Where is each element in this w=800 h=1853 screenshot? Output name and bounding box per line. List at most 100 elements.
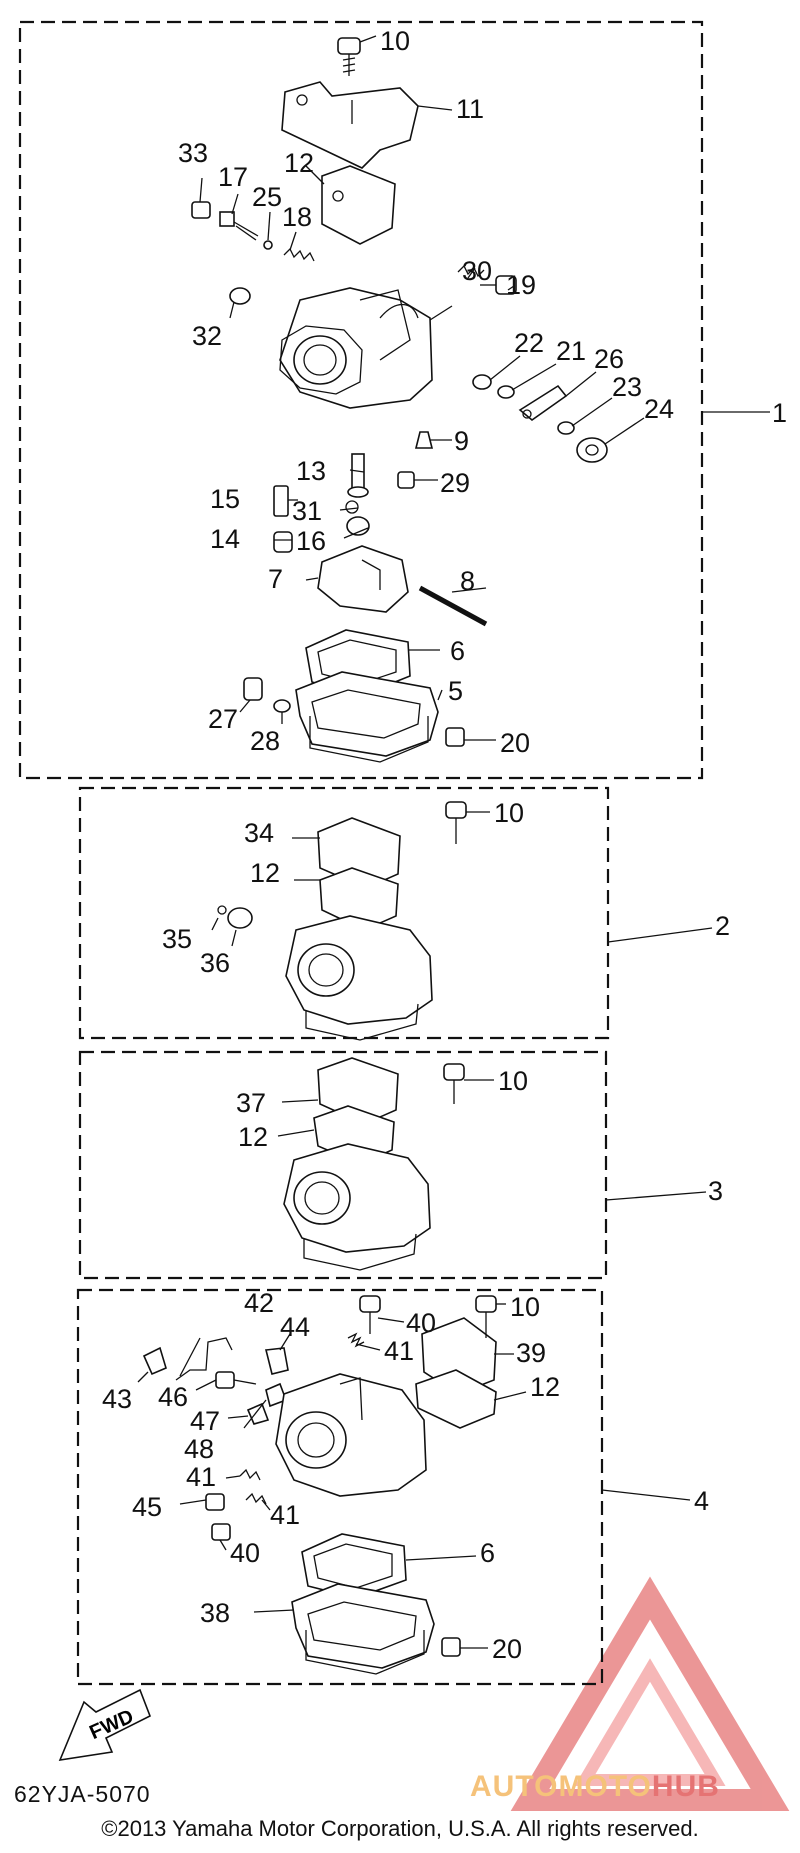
washer-28-part <box>273 699 291 713</box>
callout-47: 47 <box>190 1406 220 1436</box>
callout-13: 13 <box>296 456 326 486</box>
group-box-3 <box>78 1050 608 1280</box>
callout-22: 22 <box>514 328 544 358</box>
callout-43: 43 <box>102 1384 132 1414</box>
carburetor-body-g3 <box>283 1143 431 1253</box>
callout-27: 27 <box>208 704 238 734</box>
group-label-4: 4 <box>694 1486 709 1516</box>
callout-36: 36 <box>200 948 230 978</box>
gasket-6-part-g4 <box>301 1533 407 1599</box>
callout-23: 23 <box>612 372 642 402</box>
lever-26-part <box>518 384 568 422</box>
callout-34: 34 <box>244 818 274 848</box>
bracket-11-part <box>281 81 419 169</box>
diagram-code: 62YJA-5070 <box>14 1781 151 1807</box>
callout-16: 16 <box>296 526 326 556</box>
pilot-screw-17-part <box>219 211 259 241</box>
main-nozzle-13-part <box>347 453 369 498</box>
carburetor-assembly-1: 10 11 12 33 17 25 18 32 30 19 22 21 26 2… <box>178 26 674 763</box>
o-ring-32-part <box>229 287 251 305</box>
callout-24: 24 <box>644 394 674 424</box>
callout-20: 20 <box>500 728 530 758</box>
float-pin-8-part <box>418 585 488 627</box>
callout-10: 10 <box>380 26 410 56</box>
callout-20-g4: 20 <box>492 1634 522 1664</box>
gasket-12-part-g4 <box>415 1369 497 1429</box>
callout-21: 21 <box>556 336 586 366</box>
screw-10-part-g3 <box>443 1063 465 1104</box>
group-box-1 <box>18 20 704 780</box>
callout-31: 31 <box>292 496 322 526</box>
ring-25-part <box>263 240 273 250</box>
cover-37-part <box>317 1057 399 1125</box>
callout-41-b: 41 <box>186 1462 216 1492</box>
callout-42: 42 <box>244 1288 274 1318</box>
float-bowl-5-part <box>295 671 439 757</box>
callout-32: 32 <box>192 321 222 351</box>
part-47 <box>246 1402 270 1425</box>
callout-6: 6 <box>450 636 465 666</box>
copyright-text: ©2013 Yamaha Motor Corporation, U.S.A. A… <box>101 1816 699 1841</box>
group-label-1: 1 <box>772 398 787 428</box>
screw-20-part-g4 <box>441 1637 461 1657</box>
float-bowl-38-part <box>291 1583 435 1669</box>
callout-30: 30 <box>462 256 492 286</box>
spring-41-part <box>347 1332 365 1348</box>
callout-12-g4: 12 <box>530 1372 560 1402</box>
screw-29-part <box>397 471 415 489</box>
screw-19-part <box>480 275 517 295</box>
spring-41-part-c <box>245 1492 267 1505</box>
screw-10-part <box>337 37 361 76</box>
watermark-part1: AUTOMOTO <box>470 1770 652 1803</box>
callout-29: 29 <box>440 468 470 498</box>
screw-33-part <box>191 201 211 219</box>
group-label-3: 3 <box>708 1176 723 1206</box>
watermark-text: AUTOMOTOHUB <box>470 1770 720 1804</box>
o-ring-31-part <box>345 500 359 514</box>
screw-10-part-g4 <box>475 1295 497 1338</box>
callout-19: 19 <box>506 270 536 300</box>
callout-18: 18 <box>282 202 312 232</box>
gasket-12-part-g2 <box>319 867 399 931</box>
carburetor-assembly-2: 34 12 10 35 36 <box>162 798 524 1041</box>
link-rod-42-part <box>175 1337 233 1381</box>
callout-33: 33 <box>178 138 208 168</box>
callout-14: 14 <box>210 524 240 554</box>
spring-30-part <box>457 264 485 278</box>
carburetor-assembly-3: 37 12 10 <box>236 1057 528 1271</box>
callout-17: 17 <box>218 162 248 192</box>
screw-40-part-b <box>211 1523 231 1541</box>
watermark-part2: HUB <box>651 1770 720 1803</box>
screw-45-part <box>205 1493 225 1511</box>
plug-14-part <box>273 531 293 553</box>
callout-35: 35 <box>162 924 192 954</box>
callout-41: 41 <box>384 1336 414 1366</box>
callout-48: 48 <box>184 1434 214 1464</box>
callout-38: 38 <box>200 1598 230 1628</box>
callout-37: 37 <box>236 1088 266 1118</box>
nut-24-part <box>576 437 608 463</box>
screw-46-part <box>215 1371 257 1389</box>
callout-9: 9 <box>454 426 469 456</box>
callout-7: 7 <box>268 564 283 594</box>
carburetor-assembly-4: 42 44 40 41 10 39 12 43 46 47 48 41 45 4… <box>102 1288 560 1675</box>
callout-12-g3: 12 <box>238 1122 268 1152</box>
washer-21-part <box>497 385 515 399</box>
watermark-logo <box>510 1576 790 1811</box>
fwd-arrow-icon: FWD <box>58 1688 152 1762</box>
screw-10-part-g2 <box>445 801 467 844</box>
callout-10-g4: 10 <box>510 1292 540 1322</box>
callout-40: 40 <box>406 1308 436 1338</box>
callout-26: 26 <box>594 344 624 374</box>
group-box-2 <box>78 786 610 1040</box>
needle-valve-9-part <box>414 431 434 449</box>
pilot-jet-15-part <box>273 485 289 517</box>
carburetor-body-g2 <box>285 915 433 1025</box>
group-label-2: 2 <box>715 911 730 941</box>
callout-10-g3: 10 <box>498 1066 528 1096</box>
float-7-part <box>317 545 409 613</box>
callout-44: 44 <box>280 1312 310 1342</box>
washer-22-part <box>472 374 492 390</box>
callout-25: 25 <box>252 182 282 212</box>
